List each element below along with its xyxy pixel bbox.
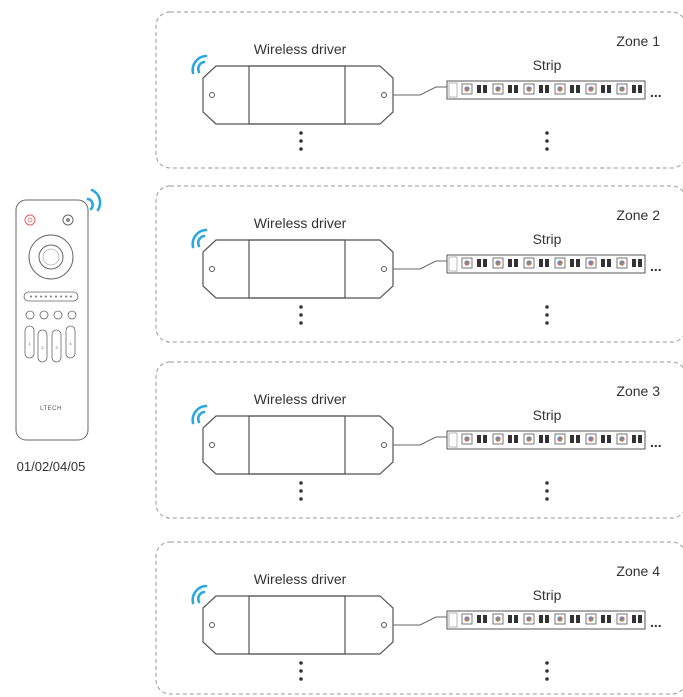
zone-label: Zone 3 xyxy=(616,383,660,399)
vertical-ellipsis-icon xyxy=(545,131,549,151)
vertical-ellipsis-icon xyxy=(545,661,549,681)
strip-continuation: ... xyxy=(650,434,662,450)
zone-keys xyxy=(24,325,76,363)
strip-label: Strip xyxy=(533,231,562,247)
driver-label: Wireless driver xyxy=(254,391,347,407)
zone-label: Zone 2 xyxy=(616,207,660,223)
wifi-signal-icon xyxy=(191,54,208,75)
driver-label: Wireless driver xyxy=(254,41,347,57)
zone-label: Zone 4 xyxy=(616,563,660,579)
strip-label: Strip xyxy=(533,407,562,423)
zone-key-1-label: 1 xyxy=(28,341,31,346)
wifi-signal-icon xyxy=(191,228,208,249)
power-button-icon xyxy=(24,214,36,226)
strip-label: Strip xyxy=(533,587,562,603)
led-strip xyxy=(446,430,646,450)
vertical-ellipsis-icon xyxy=(299,481,303,501)
led-strip xyxy=(446,254,646,274)
wireless-driver xyxy=(202,595,394,655)
wireless-driver xyxy=(202,239,394,299)
remote-signal-icon xyxy=(86,188,102,212)
connection-wire xyxy=(393,260,450,270)
wifi-signal-icon xyxy=(191,404,208,425)
zone-border xyxy=(155,361,683,519)
strip-continuation: ... xyxy=(650,258,662,274)
zone-3: Zone 3 Wireless driverStrip... xyxy=(155,361,683,519)
driver-label: Wireless driver xyxy=(254,571,347,587)
zone-2: Zone 2 Wireless driverStrip... xyxy=(155,185,683,343)
zone-key-2-label: 2 xyxy=(41,345,44,350)
brightness-slider xyxy=(23,291,79,302)
zone-label: Zone 1 xyxy=(616,33,660,49)
strip-label: Strip xyxy=(533,57,562,73)
zone-border xyxy=(155,541,683,695)
led-strip xyxy=(446,610,646,630)
vertical-ellipsis-icon xyxy=(299,305,303,325)
zone-key-4-label: 4 xyxy=(69,341,72,346)
mode-button-icon xyxy=(62,214,74,226)
driver-label: Wireless driver xyxy=(254,215,347,231)
strip-continuation: ... xyxy=(650,614,662,630)
zone-4: Zone 4 Wireless driverStrip... xyxy=(155,541,683,695)
remote-brand: LTECH xyxy=(40,406,62,412)
zone-key-3-label: 3 xyxy=(55,345,58,350)
connection-wire xyxy=(393,436,450,446)
zone-1: Zone 1 Wireless driverStrip... xyxy=(155,11,683,169)
connection-wire xyxy=(393,616,450,626)
wireless-driver xyxy=(202,65,394,125)
remote-control: 1 2 3 4 LTECH xyxy=(15,199,89,441)
connection-wire xyxy=(393,86,450,96)
vertical-ellipsis-icon xyxy=(545,481,549,501)
wifi-signal-icon xyxy=(191,584,208,605)
vertical-ellipsis-icon xyxy=(545,305,549,325)
touch-wheel xyxy=(28,234,74,280)
wireless-driver xyxy=(202,415,394,475)
remote-model-label: 01/02/04/05 xyxy=(17,459,86,474)
zone-border xyxy=(155,185,683,343)
vertical-ellipsis-icon xyxy=(299,661,303,681)
zone-border xyxy=(155,11,683,169)
led-strip xyxy=(446,80,646,100)
vertical-ellipsis-icon xyxy=(299,131,303,151)
strip-continuation: ... xyxy=(650,84,662,100)
